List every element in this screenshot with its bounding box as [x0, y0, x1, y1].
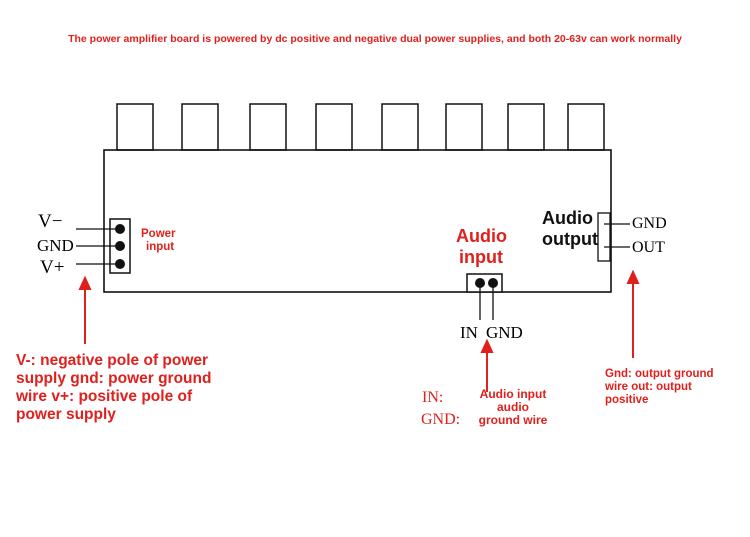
- arrow-audio-in-head: [480, 338, 494, 353]
- power-input-label: Power input: [141, 228, 176, 254]
- power-connector: [76, 218, 131, 274]
- header-note: The power amplifier board is powered by …: [68, 33, 682, 45]
- legend-key-gnd: GND:: [421, 411, 461, 428]
- audio-input-line2: input: [459, 247, 503, 267]
- legend-key-in: IN:: [422, 389, 444, 406]
- fin: [181, 103, 219, 151]
- label-out: OUT: [632, 239, 665, 256]
- audio-input-line1: Audio: [456, 226, 507, 246]
- audio-output-legend: Gnd: output ground wire out: output posi…: [605, 368, 714, 407]
- label-v-minus: V−: [38, 211, 63, 232]
- fin: [381, 103, 419, 151]
- heatsink-fins: [116, 103, 605, 151]
- arrow-power-head: [78, 275, 92, 290]
- fin: [567, 103, 605, 151]
- audio-output-legend-line: wire out: output: [605, 381, 692, 393]
- audio-input-label: Audio input: [456, 226, 507, 268]
- label-in: IN: [460, 323, 478, 342]
- power-legend-line: supply gnd: power ground: [16, 370, 212, 387]
- audio-input-legend-line: audio: [497, 400, 529, 414]
- audio-output-connector: [597, 212, 630, 262]
- power-input-line2: input: [146, 241, 175, 253]
- label-gnd: GND: [37, 236, 74, 255]
- label-v-plus: V+: [40, 257, 65, 278]
- fin: [445, 103, 483, 151]
- power-legend-line: power supply: [16, 406, 116, 423]
- fin: [315, 103, 353, 151]
- audio-input-legend: Audio input audio ground wire: [474, 388, 552, 427]
- audio-input-legend-line: ground wire: [478, 413, 548, 427]
- label-in-gnd: GND: [486, 323, 523, 342]
- fin: [249, 103, 287, 151]
- audio-output-legend-line: positive: [605, 394, 649, 406]
- audio-output-line1: Audio: [542, 208, 593, 228]
- power-legend-line: V-: negative pole of power: [16, 352, 209, 369]
- audio-output-legend-line: Gnd: output ground: [605, 368, 714, 380]
- arrow-audio-out-head: [626, 269, 640, 284]
- audio-output-label: Audio output: [542, 208, 598, 250]
- power-input-line1: Power: [141, 228, 176, 240]
- audio-input-legend-line: Audio input: [479, 387, 547, 401]
- power-legend-line: wire v+: positive pole of: [16, 388, 193, 405]
- power-legend: V-: negative pole of power supply gnd: p…: [16, 352, 211, 424]
- fin: [507, 103, 545, 151]
- amplifier-board: [103, 149, 612, 293]
- label-out-gnd: GND: [632, 215, 667, 232]
- audio-output-line2: output: [542, 229, 598, 249]
- audio-input-connector: [466, 273, 503, 320]
- fin: [116, 103, 154, 151]
